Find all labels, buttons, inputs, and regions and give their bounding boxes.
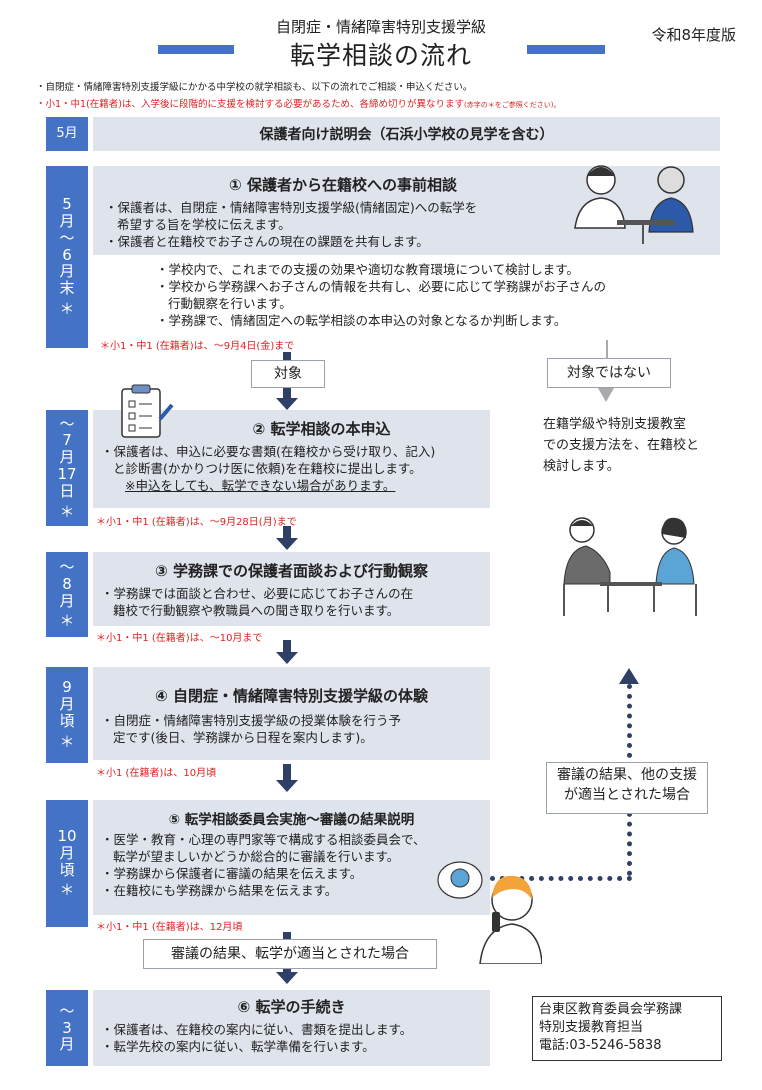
- step3-bullets: ・学務課では面談と合わせ、必要に応じてお子さんの在 籍校で行動観察や教職員への聞…: [101, 586, 414, 618]
- step5-bullets: ・医学・教育・心理の専門家等で構成する相談委員会で、 転学が望ましいかどうか総合…: [101, 832, 426, 898]
- step1-box: ① 保護者から在籍校への事前相談 ・保護者は、自閉症・情緒障害特別支援学級(情緒…: [93, 165, 720, 255]
- phone-call-illustration: [437, 861, 542, 964]
- arrow-head-step3: [276, 652, 298, 664]
- edition-label: 令和8年度版: [651, 26, 736, 44]
- subtitle: 自閉症・情緒障害特別支援学級: [275, 18, 486, 36]
- not-target-pill: 対象ではない: [547, 358, 671, 388]
- step4-box: ④ 自閉症・情緒障害特別支援学級の体験 ・自閉症・情緒障害特別支援学級の授業体験…: [93, 667, 490, 760]
- note-line-1: ・自閉症・情緒障害特別支援学級にかかる中学校の就学相談も、以下の流れでご相談・申…: [36, 82, 473, 93]
- step2-bullets: ・保護者は、申込に必要な書類(在籍校から受け取り、記入) と診断書(かかりつけ医…: [101, 444, 436, 493]
- step4-bullets: ・自閉症・情緒障害特別支援学級の授業体験を行う予 定です(後日、学務課から日程を…: [101, 713, 402, 745]
- arrow-head-step5: [276, 972, 298, 984]
- not-target-arrowhead: [598, 388, 614, 402]
- arrow-step3: [283, 640, 291, 656]
- step3-box: ③ 学務課での保護者面談および行動観察 ・学務課では面談と合わせ、必要に応じてお…: [93, 552, 490, 626]
- step1-title: ① 保護者から在籍校への事前相談: [229, 176, 457, 194]
- return-path-arrowhead: [619, 668, 639, 684]
- not-target-text: 在籍学級や特別支援教室での支援方法を、在籍校と検討します。: [543, 417, 700, 474]
- note-line-2: ・小1・中1(在籍者)は、入学後に段階的に支援を検討する必要があるため、各締め切…: [36, 99, 561, 110]
- step4-deadline: ＊小1 (在籍者)は、10月頃: [96, 768, 217, 779]
- step1-school-actions: ・学校内で、これまでの支援の効果や適切な教育環境について検討します。 ・学校から…: [156, 262, 607, 328]
- title-decoration-right: [527, 45, 605, 54]
- arrow-head-step1: [276, 398, 298, 410]
- briefing-box: 保護者向け説明会（石浜小学校の見学を含む）: [93, 117, 720, 151]
- step1-deadline: ＊小1・中1 (在籍者)は、〜9月4日(金)まで: [100, 341, 295, 352]
- arrow-head-step2: [276, 538, 298, 550]
- consultation-illustration: [574, 165, 694, 244]
- step6-box: ⑥ 転学の手続き ・保護者は、在籍校の案内に従い、書類を提出します。 ・転学先校…: [93, 990, 490, 1066]
- arrow-head-step4: [276, 780, 298, 792]
- step6-title: ⑥ 転学の手続き: [237, 998, 346, 1016]
- step2-deadline: ＊小1・中1 (在籍者)は、〜9月28日(月)まで: [96, 517, 297, 528]
- step5-deadline: ＊小1・中1 (在籍者)は、12月頃: [96, 922, 243, 933]
- title-decoration-left: [158, 45, 234, 54]
- step3-deadline: ＊小1・中1 (在籍者)は、〜10月まで: [96, 633, 263, 644]
- step2-title: ② 転学相談の本申込: [252, 420, 391, 438]
- step5-title: ⑤ 転学相談委員会実施〜審議の結果説明: [168, 812, 415, 828]
- step6-bullets: ・保護者は、在籍校の案内に従い、書類を提出します。 ・転学先校の案内に従い、転学…: [101, 1022, 413, 1054]
- step4-title: ④ 自閉症・情緒障害特別支援学級の体験: [155, 687, 428, 705]
- target-pill: 対象: [251, 360, 325, 388]
- approved-pill: 審議の結果、転学が適当とされた場合: [143, 939, 437, 969]
- arrow-step2: [283, 526, 291, 542]
- page-title: 転学相談の流れ: [289, 41, 472, 70]
- other-support-pill: 審議の結果、他の支援が適当とされた場合: [546, 762, 708, 814]
- return-path-horizontal: [490, 876, 632, 881]
- arrow-step4: [283, 764, 291, 784]
- interview-illustration: [563, 517, 697, 616]
- step3-title: ③ 学務課での保護者面談および行動観察: [155, 562, 428, 580]
- step1-bullets: ・保護者は、自閉症・情緒障害特別支援学級(情緒固定)への転学を 希望する旨を学校…: [105, 200, 478, 249]
- clipboard-icon: [121, 384, 174, 438]
- step5-box: ⑤ 転学相談委員会実施〜審議の結果説明 ・医学・教育・心理の専門家等で構成する相…: [93, 800, 490, 915]
- month-briefing: 5月: [46, 117, 88, 151]
- contact-box: 台東区教育委員会学務課 特別支援教育担当 電話:03-5246-5838: [532, 996, 722, 1061]
